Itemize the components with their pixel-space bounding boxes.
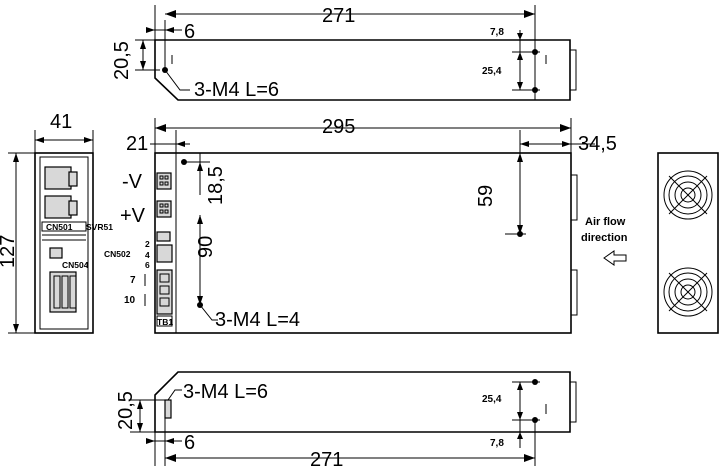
bottom-view: 3-M4 L=6 20,5 6 271 25,4 7,8 [115, 371, 577, 470]
bottom-view-right-tab [569, 381, 577, 423]
front-dim-length: 295 [322, 116, 355, 138]
front-terminal-block [156, 269, 173, 315]
side-view: CN501 SVR51 CN504 41 127 [0, 111, 113, 334]
front-dim-right: 34,5 [578, 133, 617, 155]
cn504-connector [49, 247, 63, 259]
minus-v-label: -V [122, 171, 143, 193]
side-connector-upper [44, 166, 72, 190]
front-screw-label: 3-M4 L=4 [215, 309, 300, 331]
top-dim-right-offset: 7,8 [490, 27, 504, 38]
top-view: 271 6 20,5 3-M4 L=6 7,8 25,4 [111, 5, 577, 101]
air-flow-label-line2: direction [581, 232, 628, 244]
cn502-pin-2: 2 [145, 239, 150, 249]
pin-10-label: 10 [124, 295, 136, 306]
cn502-pin-6: 6 [145, 260, 150, 270]
top-dim-right-spacing: 25,4 [482, 66, 502, 77]
cn502-pin-4: 4 [145, 250, 150, 260]
cn504-label: CN504 [62, 260, 89, 270]
side-connector-middle [44, 195, 72, 219]
air-flow-arrow [603, 250, 627, 266]
top-screw-label: 3-M4 L=6 [194, 79, 279, 101]
side-view-outline [34, 152, 94, 334]
side-dim-width: 41 [50, 111, 72, 133]
cn502-label: CN502 [104, 249, 131, 259]
bottom-dim-right-spacing: 25,4 [482, 394, 502, 405]
cn501-label: CN501 [46, 222, 73, 232]
top-view-outline [154, 39, 571, 101]
fan-view [657, 152, 719, 334]
front-right-tab-upper [570, 174, 578, 221]
front-dim-vertical-1: 18,5 [205, 166, 227, 205]
fan-view-outline [657, 152, 719, 334]
bottom-dim-right-offset: 7,8 [490, 438, 504, 449]
top-view-right-tab [569, 49, 577, 91]
cn502-connector [156, 244, 173, 263]
bottom-dim-offset: 6 [184, 432, 195, 454]
bottom-view-outline [154, 371, 571, 433]
bottom-dim-length: 271 [310, 449, 343, 470]
svr51-label: SVR51 [86, 222, 113, 232]
top-dim-length: 271 [322, 5, 355, 27]
front-dim-left: 21 [126, 133, 148, 155]
bottom-dim-height: 20,5 [115, 391, 137, 430]
front-view-outline [154, 152, 572, 334]
tb1-label: TB1 [157, 317, 173, 327]
air-flow-label-line1: Air flow [585, 216, 626, 228]
front-dim-vertical-3: 59 [475, 185, 497, 207]
front-dim-vertical-2: 90 [195, 236, 217, 258]
top-dim-height: 20,5 [111, 41, 133, 80]
pin-7-label: 7 [130, 275, 136, 286]
minus-v-terminal [156, 172, 172, 190]
front-right-tab-lower [570, 269, 578, 316]
bottom-connector [164, 399, 172, 419]
top-dim-offset: 6 [184, 21, 195, 43]
front-view: -V +V CN502 2 4 6 7 10 TB1 295 21 [104, 116, 628, 334]
bottom-screw-label: 3-M4 L=6 [183, 381, 268, 403]
side-dim-height: 127 [0, 235, 19, 268]
plus-v-terminal [156, 200, 172, 218]
plus-v-label: +V [120, 205, 146, 227]
fan-lower [663, 267, 713, 317]
fan-upper [663, 170, 713, 220]
svr-trimmer [156, 231, 171, 242]
